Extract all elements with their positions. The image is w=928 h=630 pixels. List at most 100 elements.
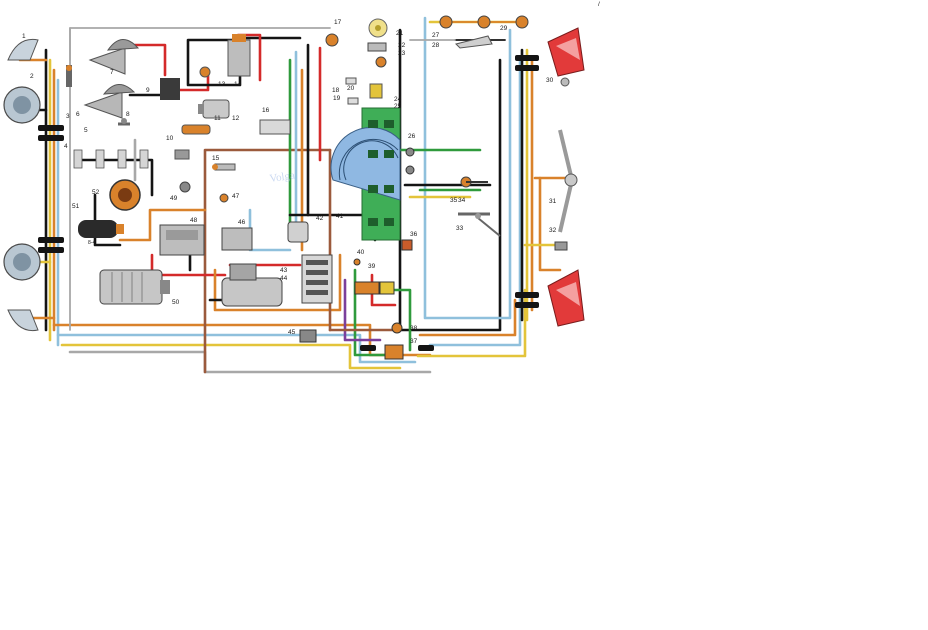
wiper-blade	[458, 212, 501, 237]
callout-8: 8	[126, 111, 130, 118]
callout-19: 19	[333, 95, 341, 102]
callout-11: 11	[214, 115, 221, 122]
rear-left-tail-lamp	[547, 27, 585, 87]
wiper-motor	[227, 34, 251, 77]
callout-40: 40	[357, 249, 365, 256]
wire-harness	[18, 16, 567, 374]
callout-14: 14	[234, 81, 242, 88]
callout-45: 45	[288, 329, 296, 336]
callout-37: 37	[410, 338, 418, 345]
front-left-side-lamp	[7, 38, 39, 61]
callout-13: 13	[218, 81, 226, 88]
callout-6: 6	[76, 111, 80, 118]
callout-47: 47	[232, 193, 240, 200]
callout-9: 9	[146, 87, 150, 94]
callout-7: 7	[110, 69, 114, 76]
heater-switch	[181, 124, 211, 135]
callout-33: 33	[456, 225, 464, 232]
callout-1: 1	[22, 33, 26, 40]
callout-39: 39	[368, 263, 376, 270]
callout-20: 20	[347, 85, 355, 92]
wiper-switch	[199, 66, 211, 78]
callout-15: 15	[212, 155, 220, 162]
spark-plugs	[73, 149, 149, 169]
instrument-panel	[330, 107, 401, 241]
coil-mark: 8-4	[88, 240, 95, 246]
callout-24: 24	[394, 96, 402, 103]
rear-connector	[384, 344, 404, 360]
callout-27: 27	[432, 32, 440, 39]
turn-signal-flasher	[287, 221, 309, 243]
callout-22: 22	[398, 42, 406, 49]
trunk-lamp	[558, 129, 578, 233]
low-oil-sensor	[179, 181, 191, 193]
callout-10: 10	[166, 135, 174, 142]
fuel-level-sensor	[212, 163, 236, 171]
callout-31: 31	[549, 198, 557, 205]
callout-50: 50	[172, 299, 180, 306]
callout-28: 28	[432, 42, 440, 49]
oil-pressure-switch	[118, 118, 130, 126]
brake-light-switch	[174, 149, 190, 160]
ammeter-bulb	[325, 33, 339, 47]
front-right-side-lamp	[7, 309, 39, 332]
callout-49: 49	[170, 195, 178, 202]
callout-46: 46	[238, 219, 246, 226]
callout-36: 36	[410, 231, 418, 238]
callout-38: 38	[410, 325, 418, 332]
callout-21: 21	[396, 30, 404, 37]
callout-52: 52	[92, 189, 100, 196]
brake-warning-switch	[401, 239, 413, 251]
svg-text:Volga: Volga	[269, 170, 296, 185]
temperature-sensor	[66, 65, 72, 87]
heater-fan-switch	[354, 281, 395, 295]
connector-block	[259, 119, 291, 135]
horn-lower	[83, 84, 136, 119]
callout-48: 48	[190, 217, 198, 224]
callout-25: 25	[394, 103, 402, 110]
starter-motor	[221, 263, 283, 307]
callout-43: 43	[280, 267, 288, 274]
dome-lamps	[439, 15, 529, 29]
callout-18: 18	[332, 87, 340, 94]
callout-4: 4	[64, 143, 68, 150]
callout-41: 41	[336, 213, 344, 220]
ignition-distributor	[109, 179, 141, 211]
license-plate-lamp	[455, 35, 493, 49]
callout-17: 17	[334, 19, 342, 26]
callout-2: 2	[30, 73, 34, 80]
instrument-lamp	[375, 56, 387, 68]
callout-44: 44	[280, 275, 288, 282]
fuel-tank-sensor	[391, 322, 403, 334]
heater-motor	[198, 99, 230, 119]
harness-clamps	[38, 55, 539, 351]
callout-3: 3	[66, 113, 70, 120]
ignition-switch	[345, 77, 383, 105]
callout-34: 34	[458, 197, 466, 204]
horn-relay	[160, 78, 180, 100]
callout-16: 16	[262, 107, 270, 114]
fuse-block	[301, 254, 333, 304]
clock	[368, 18, 388, 38]
callout-5: 5	[84, 127, 88, 134]
rear-right-tail-lamp	[547, 269, 585, 327]
callout-23: 23	[398, 50, 406, 57]
light-switch	[299, 329, 317, 343]
water-temp-sensor	[219, 193, 229, 203]
reverse-switch	[353, 258, 361, 266]
stop-light-switch	[554, 241, 568, 251]
callout-29: 29	[500, 25, 508, 32]
left-headlight-lower	[3, 243, 41, 281]
watermark: Volga	[269, 170, 296, 185]
ignition-coil	[78, 220, 124, 238]
callout-12: 12	[232, 115, 240, 122]
callout-42: 42	[316, 215, 324, 222]
page-mark: /	[598, 1, 600, 8]
speedometer-dial	[338, 138, 399, 181]
voltage-regulator	[159, 224, 205, 256]
starter-relay	[221, 227, 253, 251]
callout-35: 35	[450, 197, 458, 204]
generator	[99, 269, 170, 305]
